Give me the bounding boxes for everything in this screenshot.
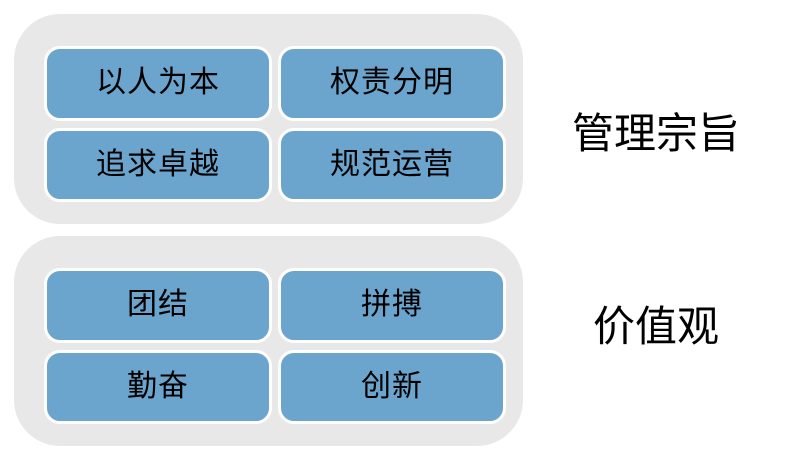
- group-label-values: 价值观: [593, 303, 720, 350]
- panel-management-purpose: 以人为本 权责分明 追求卓越 规范运营: [14, 14, 523, 224]
- value-box-label: 勤奋: [127, 369, 189, 403]
- group-label-management-purpose: 管理宗旨: [572, 110, 741, 157]
- value-box-innovation: 创新: [278, 349, 506, 424]
- value-box-label: 拼搏: [361, 288, 423, 322]
- value-box-label: 以人为本: [96, 66, 220, 100]
- value-box-clear-responsibility: 权责分明: [278, 46, 506, 121]
- panel-values: 团结 拼搏 勤奋 创新: [14, 236, 523, 446]
- value-box-striving: 拼搏: [278, 268, 506, 343]
- value-box-label: 追求卓越: [96, 147, 220, 181]
- value-box-label: 规范运营: [330, 147, 454, 181]
- value-box-diligence: 勤奋: [44, 349, 272, 424]
- value-box-unity: 团结: [44, 268, 272, 343]
- value-box-people-oriented: 以人为本: [44, 46, 272, 121]
- value-box-label: 创新: [361, 369, 423, 403]
- value-box-label: 团结: [127, 288, 189, 322]
- value-box-label: 权责分明: [330, 66, 454, 100]
- value-box-pursue-excellence: 追求卓越: [44, 127, 272, 202]
- value-box-standard-operation: 规范运营: [278, 127, 506, 202]
